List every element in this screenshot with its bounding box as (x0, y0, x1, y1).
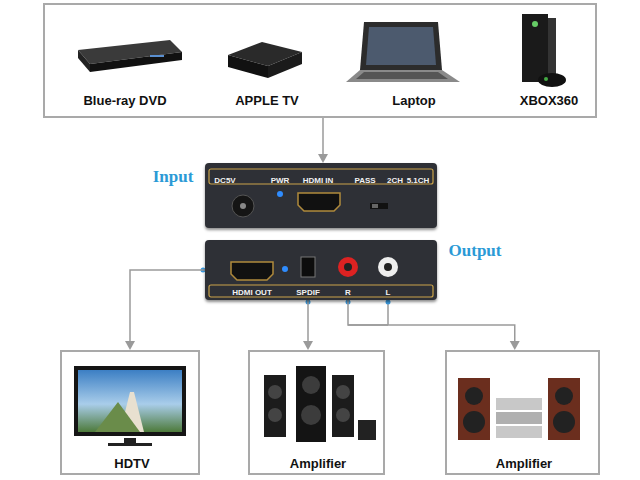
port-label: L (386, 288, 391, 297)
hdtv-screen (74, 366, 186, 446)
arrow-head (318, 154, 328, 163)
signal-connector (307, 300, 309, 342)
device-label: APPLE TV (235, 93, 299, 108)
source-devices-box: Blue-ray DVD APPLE TV Laptop XBOX360 (43, 3, 597, 118)
label-strip (209, 169, 433, 184)
converter-output-side: OutputHDMI OUTSPDIFRL (205, 240, 437, 300)
heading-label: Input (153, 167, 194, 187)
hdmi-port (298, 193, 340, 211)
amplifier-box: Amplifier (445, 350, 600, 475)
apple-tv-box (228, 42, 302, 78)
arrow-head (303, 341, 313, 350)
status-led (282, 266, 288, 272)
port-label: 5.1CH (407, 176, 430, 185)
label-strip (209, 285, 433, 297)
device-label: XBOX360 (520, 93, 579, 108)
speaker-set (264, 366, 376, 442)
signal-connector (130, 270, 205, 342)
device-label: Blue-ray DVD (83, 93, 166, 108)
port-label: SPDIF (296, 288, 320, 297)
rca-left (378, 257, 398, 277)
xbox-console (522, 14, 566, 87)
port-label: 2CH (387, 176, 403, 185)
device-label: HDTV (114, 456, 149, 471)
port-label: PASS (354, 176, 375, 185)
heading-label: Output (449, 241, 502, 261)
switch-knob (372, 204, 378, 208)
bluray-player (78, 40, 182, 72)
spdif-port (301, 257, 315, 277)
device-label: Laptop (392, 93, 435, 108)
signal-connector (322, 118, 324, 155)
port-label: DC5V (214, 176, 235, 185)
port-panel (205, 163, 437, 228)
power-led (277, 191, 283, 197)
hdtv-box: HDTV (60, 350, 200, 475)
converter-input-side: InputDC5VPWRHDMI INPASS2CH5.1CH (205, 163, 437, 228)
arrow-head (125, 341, 135, 350)
port-label: R (345, 288, 351, 297)
rca-right (338, 257, 358, 277)
arrow-head (510, 341, 520, 350)
hifi-system (458, 378, 580, 440)
port-label: HDMI OUT (232, 288, 272, 297)
amplifier-box: Amplifier (248, 350, 385, 475)
hdmi-port (231, 262, 273, 280)
dc-jack (232, 195, 254, 217)
device-label: Amplifier (496, 456, 552, 471)
dc-pin (240, 203, 246, 209)
port-label: PWR (271, 176, 290, 185)
laptop-computer (346, 22, 460, 82)
device-label: Amplifier (290, 456, 346, 471)
port-label: HDMI IN (303, 176, 334, 185)
signal-connector (348, 300, 515, 342)
mode-switch (370, 203, 388, 209)
